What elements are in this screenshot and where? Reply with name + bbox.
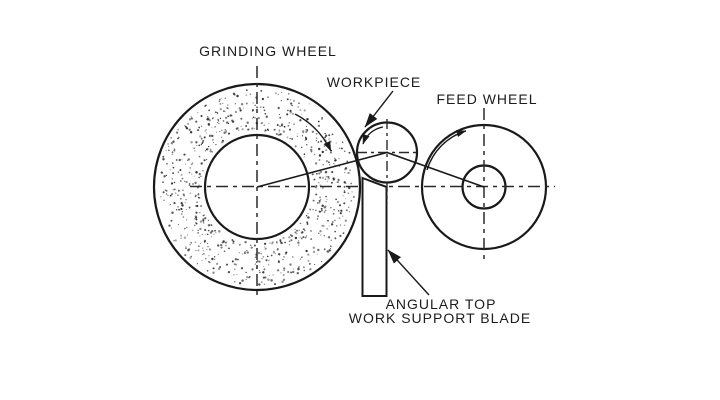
grinding-wheel-label: GRINDING WHEEL bbox=[199, 43, 337, 59]
blade-label-line2: WORK SUPPORT BLADE bbox=[349, 310, 531, 326]
grinding-wheel-rotation-arrow bbox=[294, 113, 332, 152]
work-support-blade bbox=[361, 176, 388, 297]
workpiece-leader-arrow bbox=[364, 90, 394, 128]
feed-wheel-label: FEED WHEEL bbox=[436, 91, 537, 107]
blade-leader-arrow bbox=[387, 249, 430, 296]
feed-wheel-rotation-arrow bbox=[426, 130, 467, 171]
center-height-line bbox=[256, 151, 485, 188]
workpiece-rotation-arrow bbox=[362, 126, 384, 145]
workpiece-label: WORKPIECE bbox=[327, 74, 422, 90]
blade-label-line1: ANGULAR TOP bbox=[386, 296, 497, 312]
